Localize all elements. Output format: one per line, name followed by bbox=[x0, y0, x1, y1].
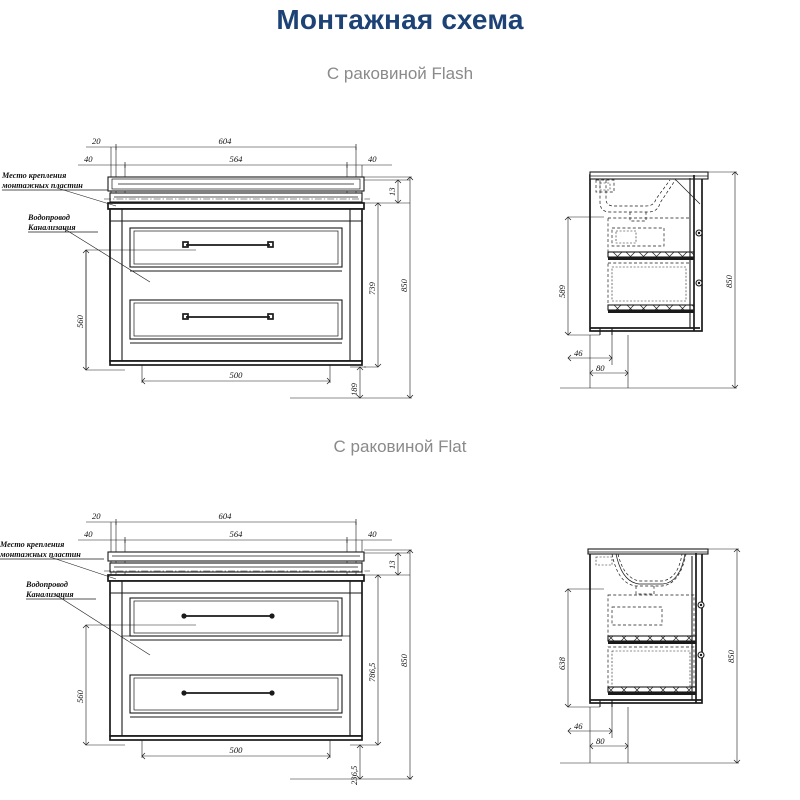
dim-side-bottom-small: 46 bbox=[574, 348, 583, 358]
dim-top-small-left: 20 bbox=[92, 136, 101, 146]
dim-second-inner: 564 bbox=[230, 154, 244, 164]
front-dimension-lines-flat bbox=[78, 519, 392, 587]
note-plumbing-line1: Водопровод bbox=[25, 580, 68, 589]
drawing-flat: Место крепления монтажных пластин Водопр… bbox=[0, 495, 800, 795]
dim-left-height: 560 bbox=[75, 689, 85, 703]
dim-second-left: 40 bbox=[84, 154, 93, 164]
dim-left-height: 560 bbox=[75, 314, 85, 328]
dim-side-left-height: 638 bbox=[557, 656, 567, 670]
front-note-leaders-flat bbox=[49, 556, 196, 656]
dim-right-body: 786,5 bbox=[367, 662, 377, 682]
dim-right-top-gap: 13 bbox=[387, 187, 397, 196]
dim-right-bottom: 236,5 bbox=[349, 765, 359, 785]
side-view-cabinet-flash bbox=[589, 171, 709, 335]
front-vertical-dims-flash: 13 739 850 189 bbox=[290, 176, 414, 399]
note-mount-plates-line1: Место крепления bbox=[1, 171, 66, 180]
dim-right-top-gap: 13 bbox=[387, 560, 397, 569]
front-dimension-texts-flash: 20 604 40 564 40 bbox=[84, 136, 377, 164]
front-notes-flat: Место крепления монтажных пластин Водопр… bbox=[0, 540, 104, 600]
drawing-flash: Место крепления монтажных пластин Водопр… bbox=[0, 120, 800, 420]
dim-right-body: 739 bbox=[367, 281, 377, 295]
front-view-cabinet-flash bbox=[104, 176, 370, 366]
side-dimension-lines-flat: 638 850 46 80 bbox=[557, 548, 741, 764]
dim-bottom-width: 500 bbox=[230, 745, 244, 755]
front-bottom-dim-flat: 500 bbox=[141, 740, 331, 760]
side-view-cabinet-flat bbox=[587, 548, 709, 707]
dim-top-overall: 604 bbox=[219, 136, 233, 146]
front-view-cabinet-flat bbox=[104, 551, 370, 741]
dim-side-bottom-depth: 80 bbox=[596, 736, 605, 746]
note-mount-plates-line2: монтажных пластин bbox=[1, 181, 83, 190]
front-dimension-texts-flat: 20 604 40 564 40 bbox=[84, 511, 377, 539]
dim-top-overall: 604 bbox=[219, 511, 233, 521]
side-dimension-lines-flash: 589 850 46 80 bbox=[557, 171, 739, 389]
dim-second-right: 40 bbox=[368, 529, 377, 539]
dim-side-right-overall: 850 bbox=[726, 649, 736, 663]
dim-second-inner: 564 bbox=[230, 529, 244, 539]
dim-top-small-left: 20 bbox=[92, 511, 101, 521]
dim-bottom-width: 500 bbox=[230, 370, 244, 380]
section-subtitle-flash: С раковиной Flash bbox=[326, 64, 474, 83]
dim-right-overall: 850 bbox=[399, 653, 409, 667]
front-left-dim-flash: 560 bbox=[75, 249, 125, 371]
dim-side-bottom-small: 46 bbox=[574, 721, 583, 731]
front-bottom-dim-flash: 500 bbox=[141, 365, 331, 385]
note-plumbing-line2: Канализация bbox=[25, 590, 74, 599]
note-mount-plates-line1: Место крепления bbox=[0, 540, 64, 549]
page-title: Монтажная схема bbox=[276, 4, 524, 35]
note-plumbing-line1: Водопровод bbox=[27, 213, 70, 222]
dim-side-left-height: 589 bbox=[557, 284, 567, 298]
front-left-dim-flat: 560 bbox=[75, 624, 125, 746]
dim-second-left: 40 bbox=[84, 529, 93, 539]
section-subtitle-flat: С раковиной Flat bbox=[333, 437, 467, 456]
note-mount-plates-line2: монтажных пластин bbox=[0, 550, 81, 559]
dim-second-right: 40 bbox=[368, 154, 377, 164]
front-notes-flash: Место крепления монтажных пластин Водопр… bbox=[1, 171, 108, 233]
note-plumbing-line2: Канализация bbox=[27, 223, 76, 232]
dim-right-bottom: 189 bbox=[349, 382, 359, 396]
front-vertical-dims-flat: 13 786,5 850 236,5 bbox=[290, 549, 414, 785]
dim-side-bottom-depth: 80 bbox=[596, 363, 605, 373]
dim-side-right-overall: 850 bbox=[724, 274, 734, 288]
dim-right-overall: 850 bbox=[399, 278, 409, 292]
